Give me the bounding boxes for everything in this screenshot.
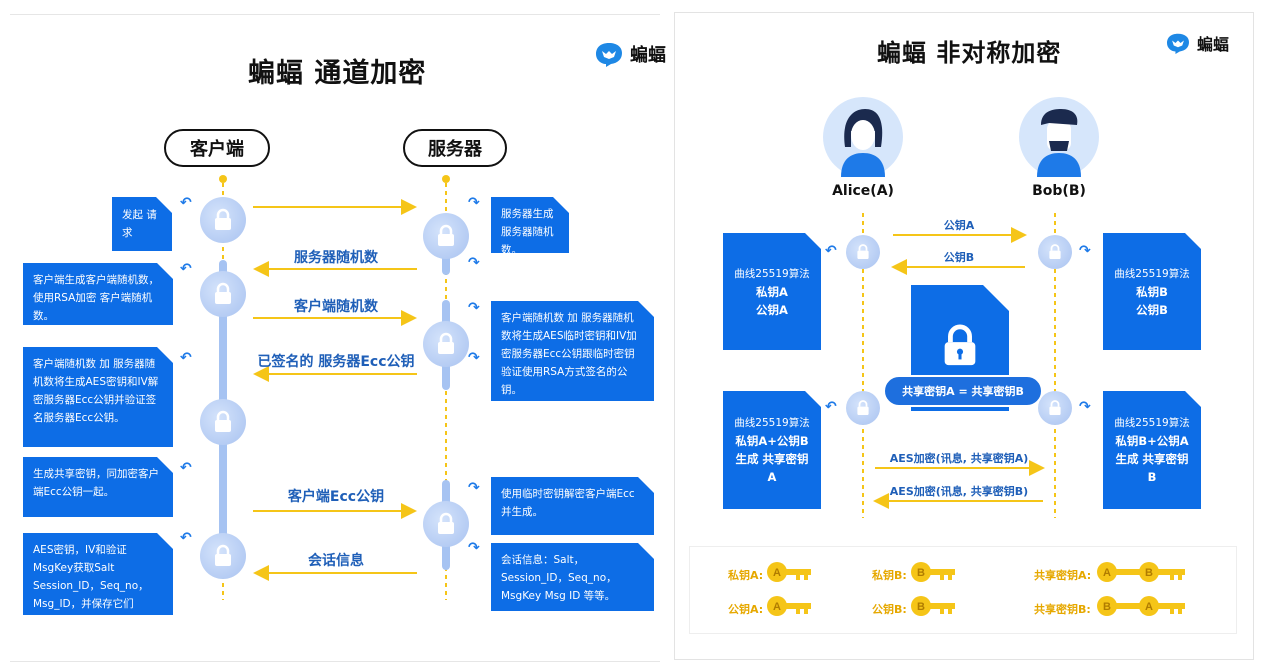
bat-logo-icon xyxy=(596,43,622,67)
curved-arrow-icon: ↶ xyxy=(180,460,192,476)
curved-arrow-icon: ↶ xyxy=(180,350,192,366)
curved-arrow-icon: ↷ xyxy=(1079,399,1091,415)
client-step-card: AES密钥，IV和验证MsgKey获取Salt Session_ID，Seq_n… xyxy=(23,533,173,615)
card-line: 生成 共享密钥A xyxy=(735,452,809,484)
key-letter: B xyxy=(1145,567,1153,579)
client-lock-icon xyxy=(200,197,246,243)
server-lock-icon xyxy=(423,501,469,547)
key-letter: A xyxy=(1103,567,1111,579)
client-step-card: 发起 请求 xyxy=(112,197,172,251)
bob-lock-icon xyxy=(1038,391,1072,425)
alice-name: Alice(A) xyxy=(832,183,894,199)
legend-label: 私钥A: xyxy=(728,569,764,582)
panel-title: 蝙蝠 非对称加密 xyxy=(877,39,1062,67)
card-line: 私钥A+公钥B xyxy=(735,434,809,448)
key-icon: B xyxy=(911,562,955,582)
bob-avatar-icon xyxy=(1019,97,1099,177)
asymmetric-encryption-panel: 蝙蝠 非对称加密 蝙蝠 Alice(A) Bob(B) xyxy=(674,12,1254,660)
alice-avatar-icon xyxy=(823,97,903,177)
server-step-card: 使用临时密钥解密客户端Ecc并生成。 xyxy=(491,477,654,535)
key-letter: B xyxy=(917,567,925,579)
legend-label: 公钥A: xyxy=(728,603,764,616)
message-label: 已签名的 服务器Ecc公钥 xyxy=(257,354,415,370)
card-line: 私钥B xyxy=(1136,284,1168,299)
client-lock-icon xyxy=(200,533,246,579)
curved-arrow-icon: ↷ xyxy=(1079,243,1091,259)
brand-name: 蝙蝠 xyxy=(630,45,666,66)
card-line: 私钥B+公钥A xyxy=(1115,434,1189,448)
card-line: 生成 共享密钥B xyxy=(1115,452,1189,484)
key-letter: A xyxy=(1145,601,1153,613)
curved-arrow-icon: ↶ xyxy=(825,243,837,259)
client-lock-icon xyxy=(200,271,246,317)
card-line: 曲线25519算法 xyxy=(734,417,810,429)
key-icon: A xyxy=(767,596,811,616)
client-lock-icon xyxy=(200,399,246,445)
aes-message-label: AES加密(讯息, 共享密钥B) xyxy=(889,485,1029,498)
client-label: 客户端 xyxy=(164,129,270,167)
legend-label: 共享密钥B: xyxy=(1034,603,1091,616)
server-step-card: 客户端随机数 加 服务器随机数将生成AES临时密钥和IV加密服务器Ecc公钥跟临… xyxy=(491,301,654,401)
bob-shared-card: 曲线25519算法 私钥B+公钥A 生成 共享密钥B xyxy=(1103,391,1201,509)
client-step-card: 客户端生成客户端随机数，使用RSA加密 客户端随机数。 xyxy=(23,263,173,325)
card-line: 曲线25519算法 xyxy=(1114,267,1190,280)
message-label: 客户端Ecc公钥 xyxy=(287,489,385,505)
curved-arrow-icon: ↷ xyxy=(468,540,480,556)
key-letter: B xyxy=(917,601,925,613)
key-icon: A xyxy=(767,562,811,582)
curved-arrow-icon: ↷ xyxy=(468,255,480,271)
alice-lock-icon xyxy=(846,391,880,425)
message-label: 客户端随机数 xyxy=(294,299,378,315)
server-step-card: 服务器生成服务器随机数。 xyxy=(491,197,569,253)
brand-name: 蝙蝠 xyxy=(1197,35,1230,54)
alice-key-card: 曲线25519算法 私钥A 公钥A xyxy=(723,233,821,350)
panel-title: 蝙蝠 通道加密 xyxy=(248,58,427,89)
alice-lock-icon xyxy=(846,235,880,269)
curved-arrow-icon: ↷ xyxy=(468,480,480,496)
server-lock-icon xyxy=(423,213,469,259)
curved-arrow-icon: ↷ xyxy=(468,350,480,366)
curved-arrow-icon: ↷ xyxy=(468,300,480,316)
card-line: 曲线25519算法 xyxy=(734,267,810,280)
aes-message-label: AES加密(讯息, 共享密钥A) xyxy=(889,452,1029,465)
curved-arrow-icon: ↶ xyxy=(180,195,192,211)
public-key-b-label: 公钥B xyxy=(943,251,975,264)
bob-key-card: 曲线25519算法 私钥B 公钥B xyxy=(1103,233,1201,350)
message-label: 会话信息 xyxy=(308,553,364,569)
card-line: 私钥A xyxy=(756,284,788,299)
bat-logo-icon xyxy=(1167,33,1189,54)
brand-logo: 蝙蝠 xyxy=(1165,31,1229,55)
legend-label: 公钥B: xyxy=(872,603,907,616)
bob-lock-icon xyxy=(1038,235,1072,269)
curved-arrow-icon: ↷ xyxy=(468,195,480,211)
server-step-card: 会话信息：Salt，Session_ID，Seq_no，MsgKey Msg I… xyxy=(491,543,654,611)
card-line: 公钥A xyxy=(756,302,788,317)
client-step-card: 生成共享密钥，同加密客户端Ecc公钥一起。 xyxy=(23,457,173,517)
key-letter: A xyxy=(773,601,781,613)
key-icon: B xyxy=(911,596,955,616)
curved-arrow-icon: ↶ xyxy=(180,530,192,546)
card-line: 公钥B xyxy=(1136,302,1168,317)
message-label: 服务器随机数 xyxy=(294,250,378,266)
brand-logo: 蝙蝠 xyxy=(594,41,666,67)
shared-key-equal-badge: 共享密钥A = 共享密钥B xyxy=(883,375,1043,407)
public-key-a-label: 公钥A xyxy=(943,219,975,232)
channel-encryption-panel: 蝙蝠 通道加密 蝙蝠 客户端 服务器 xyxy=(10,14,666,662)
card-line: 曲线25519算法 xyxy=(1114,417,1190,429)
client-step-card: 客户端随机数 加 服务器随机数将生成AES密钥和IV解密服务器Ecc公钥并验证签… xyxy=(23,347,173,447)
alice-shared-card: 曲线25519算法 私钥A+公钥B 生成 共享密钥A xyxy=(723,391,821,509)
curved-arrow-icon: ↶ xyxy=(180,261,192,277)
key-letter: B xyxy=(1103,601,1111,613)
bob-name: Bob(B) xyxy=(1032,183,1086,199)
server-label: 服务器 xyxy=(403,129,507,167)
legend-label: 私钥B: xyxy=(872,569,907,582)
server-lock-icon xyxy=(423,321,469,367)
legend-label: 共享密钥A: xyxy=(1034,569,1092,582)
key-letter: A xyxy=(773,567,781,579)
curved-arrow-icon: ↶ xyxy=(825,399,837,415)
